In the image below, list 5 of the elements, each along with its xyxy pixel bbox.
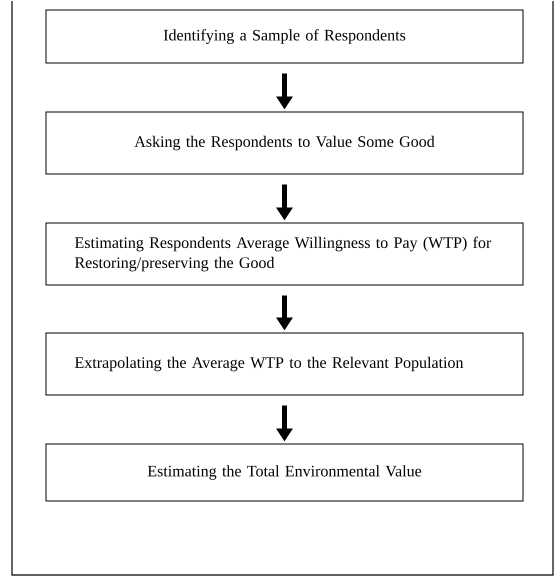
process-box: Asking the Respondents to Value Some Good	[46, 112, 524, 174]
process-box: Estimating Respondents Average Willingness to Pay (WTP) for Restoring/preserving the Good	[46, 222, 524, 286]
process-box: Extrapolating the Average WTP to the Relevant Population	[46, 332, 524, 396]
process-box: Identifying a Sample of Respondents	[46, 10, 524, 64]
process-box: Estimating the Total Environmental Value	[46, 444, 524, 502]
